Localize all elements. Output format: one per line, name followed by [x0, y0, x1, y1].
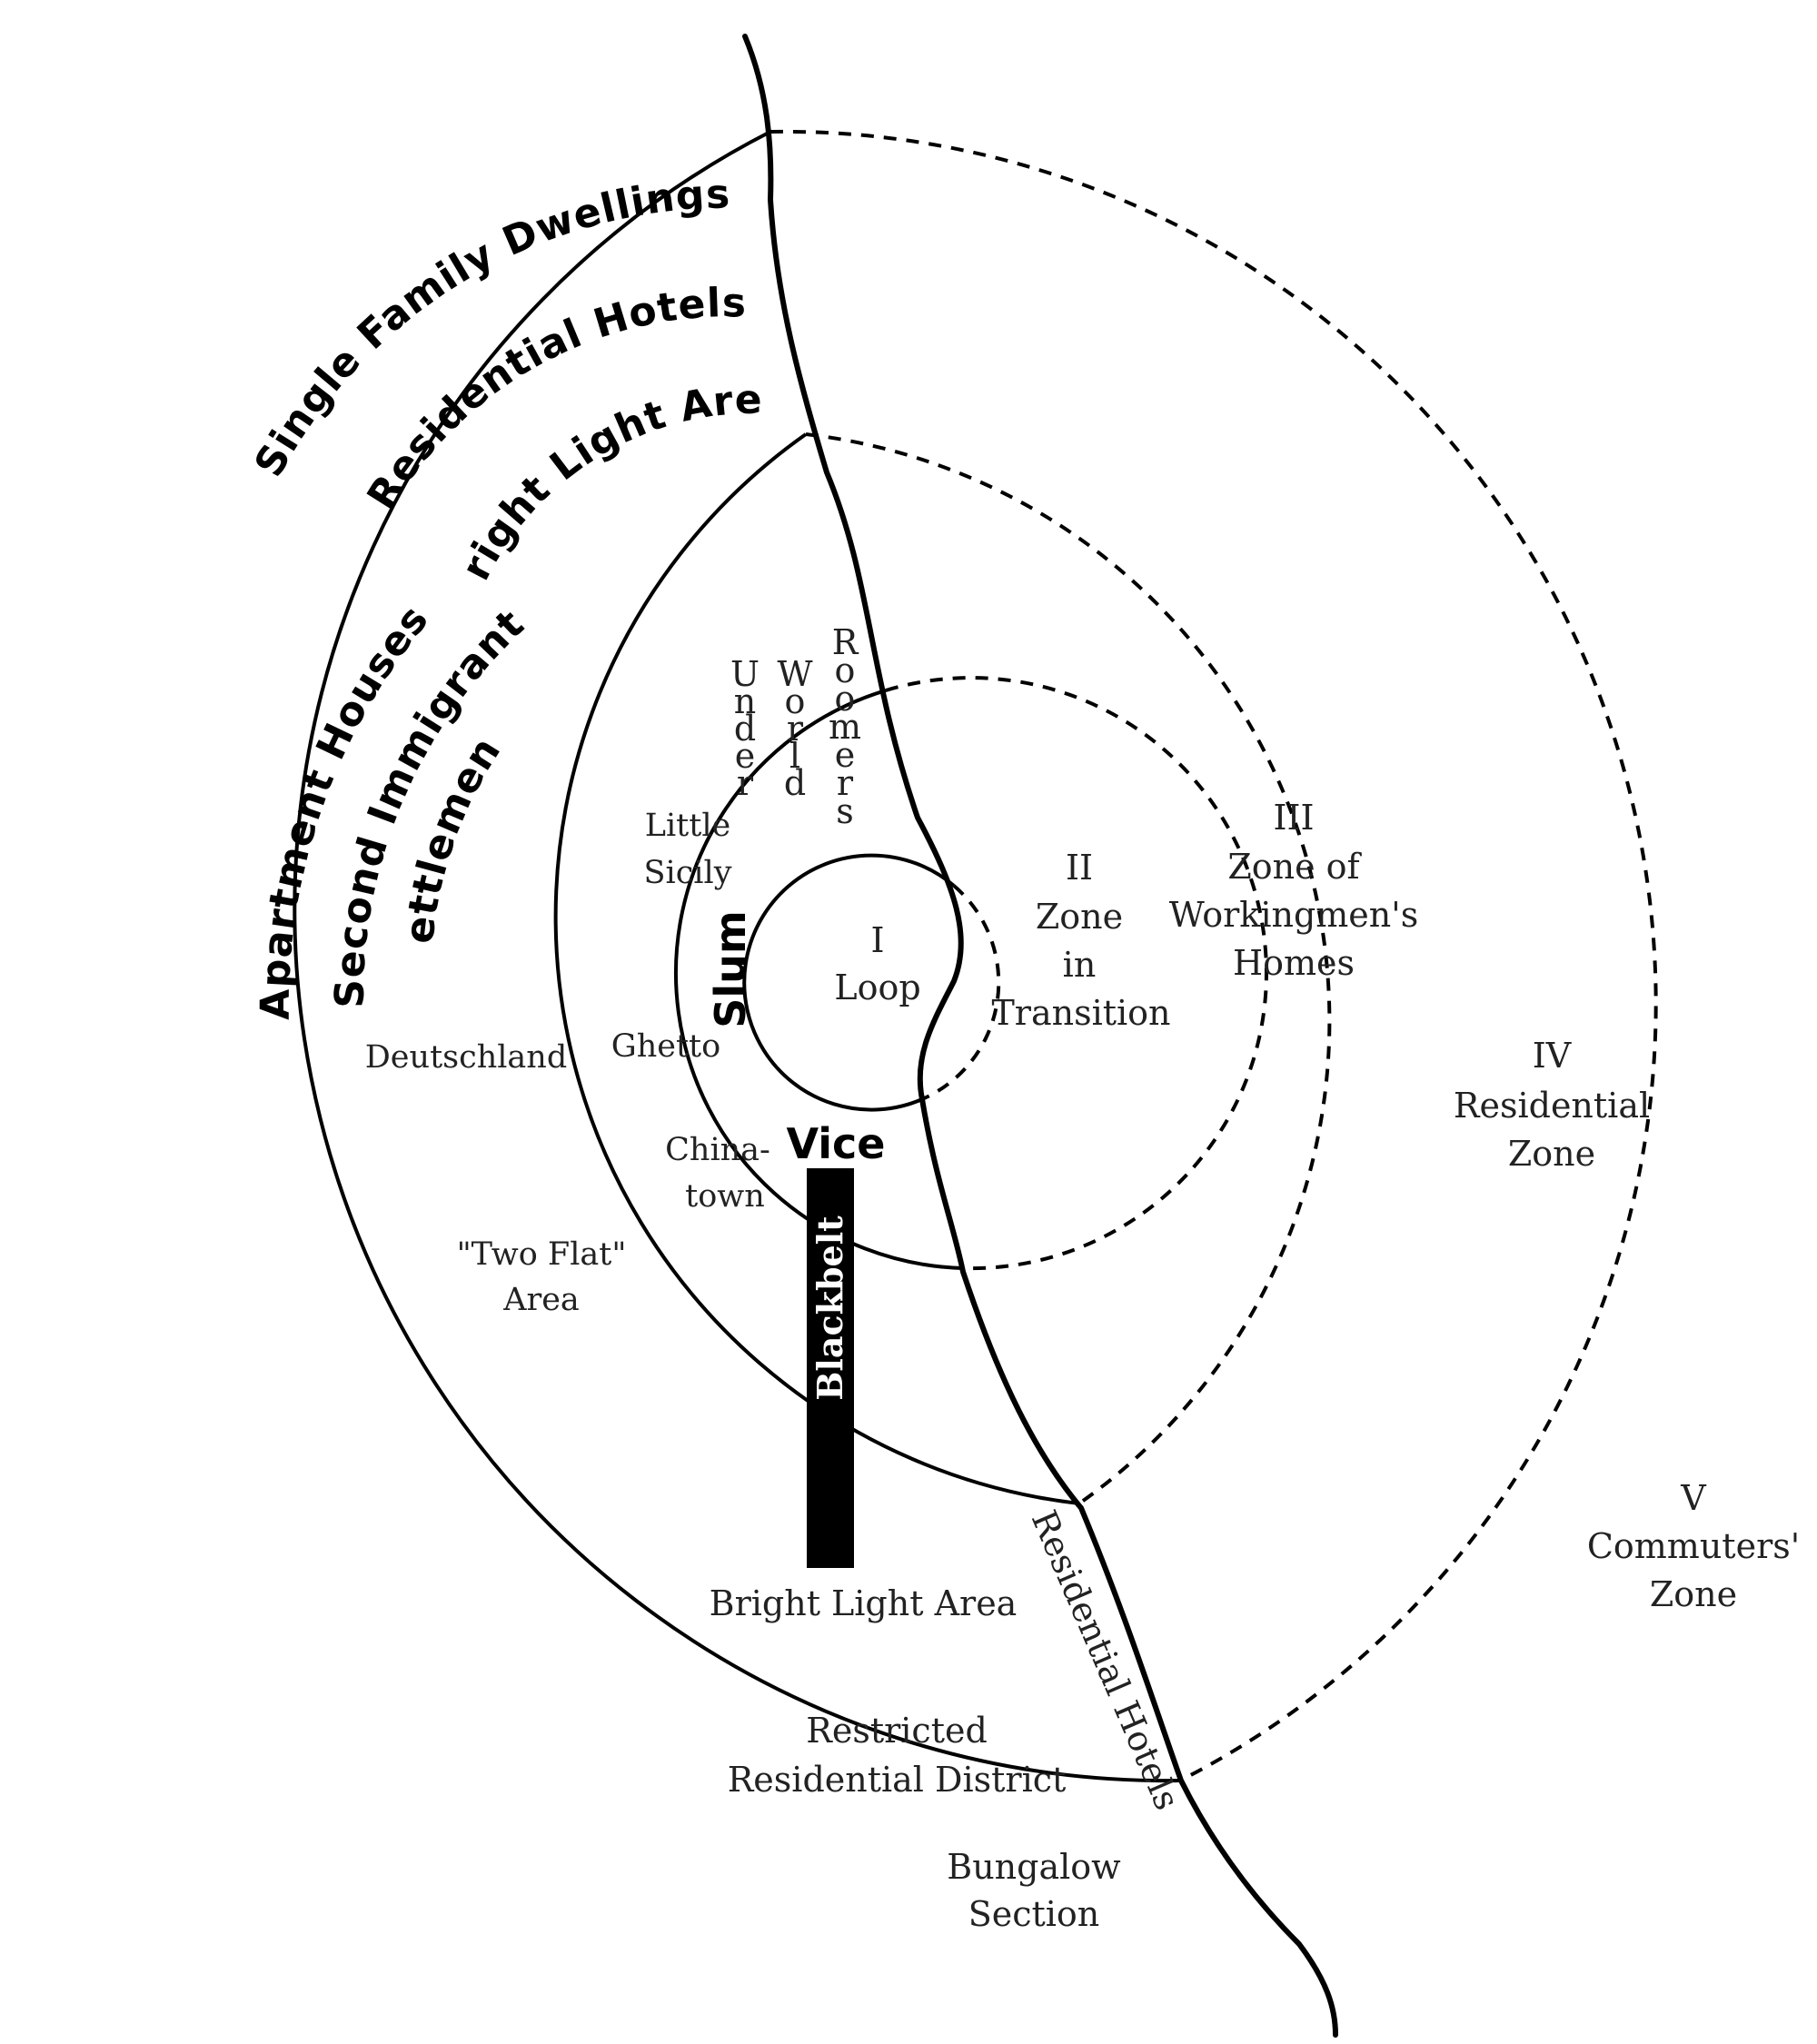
vertical-letter: s — [836, 791, 854, 831]
zone-ii-line1: Zone — [1036, 897, 1123, 937]
blackbelt-label: Blackbelt — [809, 1215, 850, 1401]
vertical-letter: U — [730, 654, 760, 694]
vertical-letter: d — [734, 709, 756, 749]
restricted-label: Restricted — [806, 1711, 988, 1751]
zone-iv-line2: Zone — [1508, 1134, 1595, 1174]
zone-ii-numeral: II — [1066, 848, 1093, 888]
town-label: town — [685, 1178, 765, 1215]
vertical-letter: o — [835, 679, 856, 719]
two-flat-label: "Two Flat" — [457, 1236, 627, 1273]
zone-iv-line1: Residential — [1454, 1086, 1650, 1126]
vertical-letter: R — [832, 622, 859, 662]
zone-iv-dashed-arc — [769, 129, 1658, 1782]
zone-iii-dashed-arc — [805, 432, 1332, 1505]
zone-ii-dashed-arc — [885, 676, 1268, 1271]
vertical-letter: r — [787, 709, 804, 749]
zone-i-solid-arc — [742, 853, 956, 1112]
bungalow-section-label: Section — [968, 1894, 1100, 1934]
river-line — [742, 34, 1338, 2038]
zone-iii-numeral: III — [1273, 798, 1314, 838]
vertical-letter: e — [735, 736, 756, 776]
zone-iii-solid-arc — [553, 432, 1080, 1505]
zone-v-numeral: V — [1680, 1478, 1706, 1518]
vertical-letter: e — [835, 735, 856, 775]
sicily-label: Sicily — [644, 855, 732, 891]
vertical-letter: W — [777, 654, 812, 694]
two-flat-area-label: Area — [502, 1282, 580, 1318]
deutschland-label: Deutschland — [365, 1039, 568, 1076]
settlement-label: Settlement — [0, 0, 511, 946]
vertical-letter: n — [734, 681, 756, 721]
zone-i-name: Loop — [834, 967, 920, 1007]
vertical-letter: m — [829, 707, 861, 747]
bright-light-area-south-label: Bright Light Area — [710, 1583, 1018, 1623]
zone-iii-line3: Homes — [1233, 943, 1355, 983]
zone-ii-line2: in — [1063, 945, 1097, 985]
zone-ii-line3: Transition — [991, 993, 1170, 1033]
zone-v-line1: Commuters' — [1587, 1526, 1800, 1566]
little-label: Little — [645, 808, 730, 844]
zone-i-numeral: I — [870, 920, 884, 960]
ghetto-label: Ghetto — [611, 1028, 720, 1065]
vertical-letter: d — [784, 763, 806, 803]
vertical-letter: o — [785, 681, 806, 721]
vertical-letter: r — [737, 763, 754, 803]
zone-iv-solid-arc — [293, 130, 1181, 1783]
bungalow-label: Bungalow — [947, 1847, 1121, 1887]
zone-v-line2: Zone — [1650, 1574, 1737, 1614]
vertical-letter: o — [835, 650, 856, 690]
zone-iii-line2: Workingmen's — [1169, 895, 1418, 935]
vertical-letter: r — [837, 763, 854, 803]
blackbelt-bar — [807, 1168, 854, 1568]
zone-iii-line1: Zone of — [1227, 847, 1362, 887]
slum-label: Slum — [706, 910, 755, 1028]
vertical-letter: l — [789, 736, 800, 776]
restricted-residential-district-label: Residential District — [728, 1760, 1067, 1800]
vice-label: Vice — [786, 1119, 885, 1168]
china-label: China- — [665, 1132, 770, 1168]
zone-iv-numeral: IV — [1533, 1036, 1572, 1076]
